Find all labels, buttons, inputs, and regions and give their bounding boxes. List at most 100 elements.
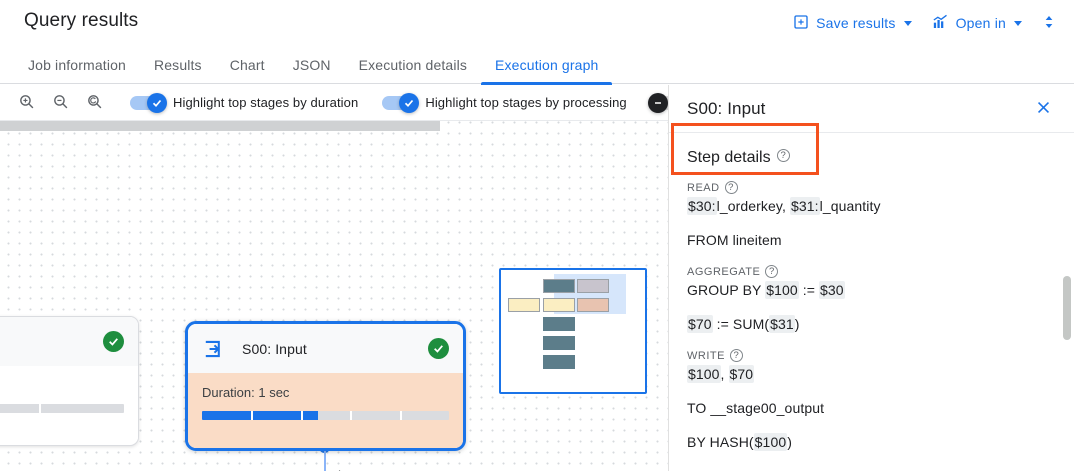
panel-title: S00: Input [687,98,766,118]
chevron-down-icon [1014,20,1022,26]
node-body: Duration: 1 sec [188,373,463,448]
zoom-controls [0,91,106,115]
toggle-label: Highlight top stages by duration [173,95,359,110]
help-icon[interactable]: ? [729,349,743,362]
help-icon[interactable]: ? [724,181,738,194]
graph-node[interactable] [0,316,139,446]
step-details-label: Step details [687,149,771,166]
tab-execution-details[interactable]: Execution details [358,57,468,73]
minimap-node [508,298,540,312]
node-title: S00: Input [242,340,307,357]
app-header: Query results Save results Ope [0,0,1074,46]
status-success-icon [103,331,124,352]
edge-label: 59.01M records [256,468,348,471]
detail-value: BY HASH($100) [687,433,792,451]
detail-key: READ? [687,181,1056,194]
minimap-node [577,279,609,293]
header-actions: Save results Open in [783,0,1066,46]
graph-toolbar: Highlight top stages by duration Highlig… [0,85,685,121]
tab-execution-graph[interactable]: Execution graph [481,46,613,85]
minimap-node [543,298,575,312]
zoom-in-icon [18,93,35,113]
node-progress-bar [0,404,124,413]
graph-node-s00[interactable]: S00: Input Duration: 1 sec [185,321,466,451]
tab-chart[interactable]: Chart [229,57,265,73]
detail-key-label: AGGREGATE [687,265,761,278]
panel-body: Step details ? READ? $30:l_orderkey, $31:… [669,133,1074,452]
graph-minimap[interactable] [499,268,647,394]
detail-value: $70 := SUM($31) [687,315,800,333]
detail-value: $100, $70 [687,365,755,383]
minimap-node [543,317,575,331]
zoom-out-button[interactable] [48,91,72,115]
chart-trend-icon [932,14,949,33]
progress-fill [202,411,319,420]
step-details-heading: Step details ? [687,149,1056,167]
zoom-in-button[interactable] [14,91,38,115]
variable-token: $70 [687,315,713,333]
node-body [0,366,138,441]
page-title: Query results [24,10,139,31]
detail-key-label: READ [687,181,720,194]
toggle-knob-minus-icon [647,92,668,113]
toggle-highlight-processing[interactable]: Highlight top stages by processing [382,92,627,113]
status-success-icon [428,338,449,359]
tab-results[interactable]: Results [153,57,202,73]
variable-token: $70 [728,365,755,383]
input-arrow-icon [202,336,228,362]
tabs: Job information Results Chart JSON Execution… [0,46,1074,85]
minimap-node [577,298,609,312]
toggle-switch[interactable] [130,92,167,113]
close-icon [1035,99,1052,119]
detail-value: GROUP BY $100 := $30 [687,281,845,299]
detail-key: AGGREGATE? [687,265,1056,278]
variable-token: $30 [818,281,845,299]
tab-bar: Job information Results Chart JSON Execution… [0,46,1074,85]
node-header: S00: Input [188,324,463,373]
toggle-knob-check-icon [399,92,420,113]
variable-token: $100 [687,365,721,383]
detail-value: TO __stage00_output [687,400,825,416]
close-panel-button[interactable] [1028,94,1058,124]
open-in-label: Open in [955,15,1006,31]
minimap-node [543,355,575,369]
panel-scrollbar[interactable] [1063,276,1071,340]
variable-token: $31 [769,315,795,333]
help-icon[interactable]: ? [765,265,779,278]
expand-collapse-icon [1041,13,1057,34]
minimap-node [543,336,575,350]
zoom-reset-icon [86,93,103,113]
node-header [0,317,138,366]
toggle-highlight-duration[interactable]: Highlight top stages by duration [130,92,359,113]
save-results-button[interactable]: Save results [783,7,921,39]
minimap-node [543,279,575,293]
detail-key-label: WRITE [687,349,725,362]
step-details-panel: S00: Input Step details ? READ? $30:l_ord… [668,85,1074,471]
node-duration-label: Duration: 1 sec [202,385,290,400]
detail-value: FROM lineitem [687,232,782,248]
node-duration-label [0,378,124,393]
zoom-reset-button[interactable] [82,91,106,115]
chevron-down-icon [903,20,912,26]
node-progress-bar [202,411,449,420]
help-icon[interactable]: ? [776,149,790,162]
detail-key: WRITE? [687,349,1056,362]
save-results-label: Save results [816,15,896,31]
execution-graph-canvas[interactable]: 59.01M records S00: Input Duration: 1 se… [0,121,680,471]
toggle-switch[interactable] [382,92,420,113]
save-icon [793,14,809,33]
zoom-out-icon [52,93,69,113]
horizontal-scrollbar[interactable] [0,121,440,131]
toggle-label: Highlight top stages by processing [425,95,627,110]
tab-job-information[interactable]: Job information [28,57,126,73]
variable-token: $100 [753,433,788,451]
open-in-button[interactable]: Open in [922,7,1032,39]
variable-token: $31: [789,197,820,215]
panel-header: S00: Input [669,85,1074,133]
expand-collapse-button[interactable] [1032,6,1066,40]
variable-token: $30: [687,197,717,215]
detail-value: $30:l_orderkey, $31:l_quantity [687,197,881,215]
tab-json[interactable]: JSON [292,57,331,73]
toggle-knob-check-icon [147,92,167,113]
